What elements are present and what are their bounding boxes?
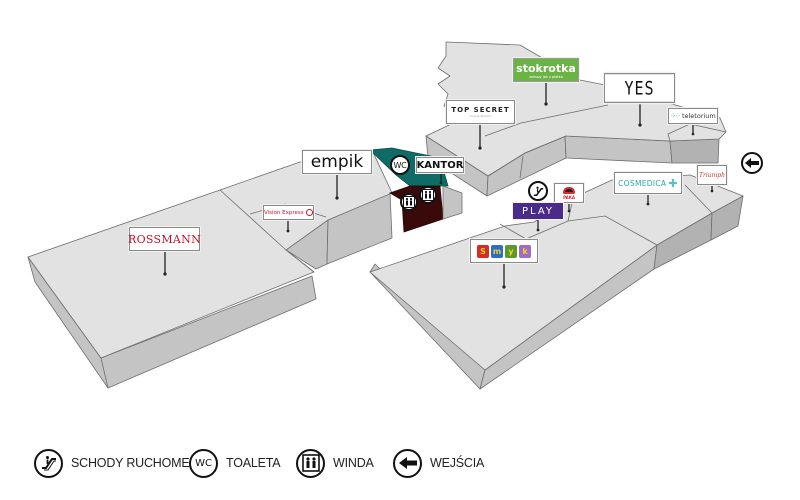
escalator-icon <box>41 456 56 471</box>
elevator-icon <box>422 189 434 201</box>
store-name-rossmann: ROSSMANN <box>127 232 202 246</box>
left-wing-divider-1 <box>219 189 315 273</box>
top-wing-edge <box>519 155 524 179</box>
legend-label-elevator: WINDA <box>333 456 374 470</box>
top-wing-wall-right <box>669 138 720 164</box>
store-tagline-top-secret: simple fashion <box>469 114 492 118</box>
pin-cosmedica <box>646 202 650 206</box>
entrance-arrow-icon <box>398 457 417 469</box>
escalator-icon <box>533 186 543 196</box>
legend-escalator-badge <box>34 448 63 478</box>
legend-label-entrance: WEJŚCIA <box>430 456 485 470</box>
pin-vision-express <box>286 229 290 233</box>
store-label-kantor[interactable]: KANTOR <box>416 157 464 173</box>
smyk-letter: k <box>519 244 531 258</box>
right-wing-divider-3 <box>684 184 713 214</box>
top-wing-divider-3 <box>667 123 727 142</box>
store-label-stokrotka[interactable]: stokrotka zakupy jak z platka <box>513 58 579 82</box>
elevator-map-icon-1[interactable] <box>400 193 418 211</box>
top-wing-divider-2 <box>484 104 609 137</box>
wc-icon: WC <box>393 160 407 170</box>
pin-rossmann <box>163 272 167 276</box>
store-name-top-secret: TOP SECRET <box>451 106 510 114</box>
right-wing-divider-2 <box>567 202 573 222</box>
elevator-zone-wall <box>442 185 463 220</box>
store-label-cosmedica[interactable]: COSMEDICA ✚ <box>614 172 682 194</box>
store-name-play: PLAY <box>521 205 554 217</box>
elevator-icon <box>403 196 415 208</box>
left-wing-floor <box>27 149 393 359</box>
legend-item-elevator: WINDA <box>296 448 374 478</box>
legend-item-escalator: SCHODY RUCHOME <box>34 448 190 478</box>
store-label-smyk[interactable]: S m y k <box>470 239 538 263</box>
entrance-map-icon[interactable] <box>741 152 763 174</box>
store-label-paka[interactable]: PAKA <box>554 183 584 203</box>
entrance-arrow-icon <box>745 158 759 168</box>
pin-triumph <box>710 189 714 193</box>
store-name-stokrotka: stokrotka <box>516 61 576 75</box>
escalator-map-icon[interactable] <box>528 181 548 201</box>
store-name-teletorium: teletorium <box>681 112 716 120</box>
cosmedica-cross-icon: ✚ <box>668 176 678 190</box>
pin-teletorium <box>691 132 695 136</box>
top-wing <box>425 41 727 197</box>
pin-kantor <box>439 181 443 185</box>
top-wing-divider <box>487 135 567 177</box>
store-tagline-stokrotka: zakupy jak z platka <box>529 74 563 79</box>
store-label-teletorium[interactable]: ⁘⁘ teletorium <box>668 108 718 124</box>
wc-icon: WC <box>195 457 212 469</box>
legend-label-escalator: SCHODY RUCHOME <box>71 456 190 470</box>
store-name-kantor: KANTOR <box>416 159 464 171</box>
store-label-triumph[interactable]: Triumph <box>697 165 727 185</box>
pin-paka <box>567 209 571 213</box>
pin-play <box>536 228 540 232</box>
vision-express-logo-icon <box>305 209 313 216</box>
store-name-cosmedica: COSMEDICA <box>618 178 667 188</box>
store-name-yes: YES <box>624 76 655 100</box>
pin-top-secret <box>478 146 482 150</box>
store-label-vision-express[interactable]: Vision Express <box>263 205 314 220</box>
store-label-play[interactable]: PLAY <box>513 203 563 219</box>
legend-label-wc: TOALETA <box>226 456 281 470</box>
store-label-rossmann[interactable]: ROSSMANN <box>127 227 202 251</box>
elevator-icon <box>301 454 320 472</box>
map-legend: SCHODY RUCHOME WC TOALETA WINDA WEJŚCIA <box>0 444 800 484</box>
pin-smyk <box>502 285 506 289</box>
store-pins <box>163 82 714 289</box>
store-name-triumph: Triumph <box>698 171 726 179</box>
legend-elevator-badge <box>296 448 325 478</box>
store-label-yes[interactable]: YES <box>604 73 675 103</box>
store-name-paka: PAKA <box>563 194 575 200</box>
pin-yes <box>638 123 642 127</box>
teletorium-logo-icon: ⁘⁘ <box>670 112 681 120</box>
store-name-vision-express: Vision Express <box>264 209 304 216</box>
smyk-letter: y <box>505 244 517 258</box>
smyk-letter: m <box>491 244 503 258</box>
right-wing <box>369 174 744 390</box>
legend-item-entrance: WEJŚCIA <box>393 448 484 478</box>
store-label-top-secret[interactable]: TOP SECRET simple fashion <box>446 100 515 124</box>
pin-stokrotka <box>544 102 548 106</box>
wc-map-icon[interactable]: WC <box>390 155 410 175</box>
store-label-empik[interactable]: empik <box>302 150 372 174</box>
paka-logo-icon <box>563 186 575 194</box>
pin-empik <box>335 196 339 200</box>
elevator-map-icon-2[interactable] <box>419 186 437 204</box>
legend-entrance-badge <box>393 448 422 478</box>
right-wing-floor <box>369 174 744 371</box>
legend-item-wc: WC TOALETA <box>189 448 281 478</box>
store-name-empik: empik <box>310 152 364 172</box>
mall-floor-map <box>27 41 744 390</box>
smyk-letter: S <box>477 244 489 258</box>
legend-wc-badge: WC <box>189 448 218 478</box>
